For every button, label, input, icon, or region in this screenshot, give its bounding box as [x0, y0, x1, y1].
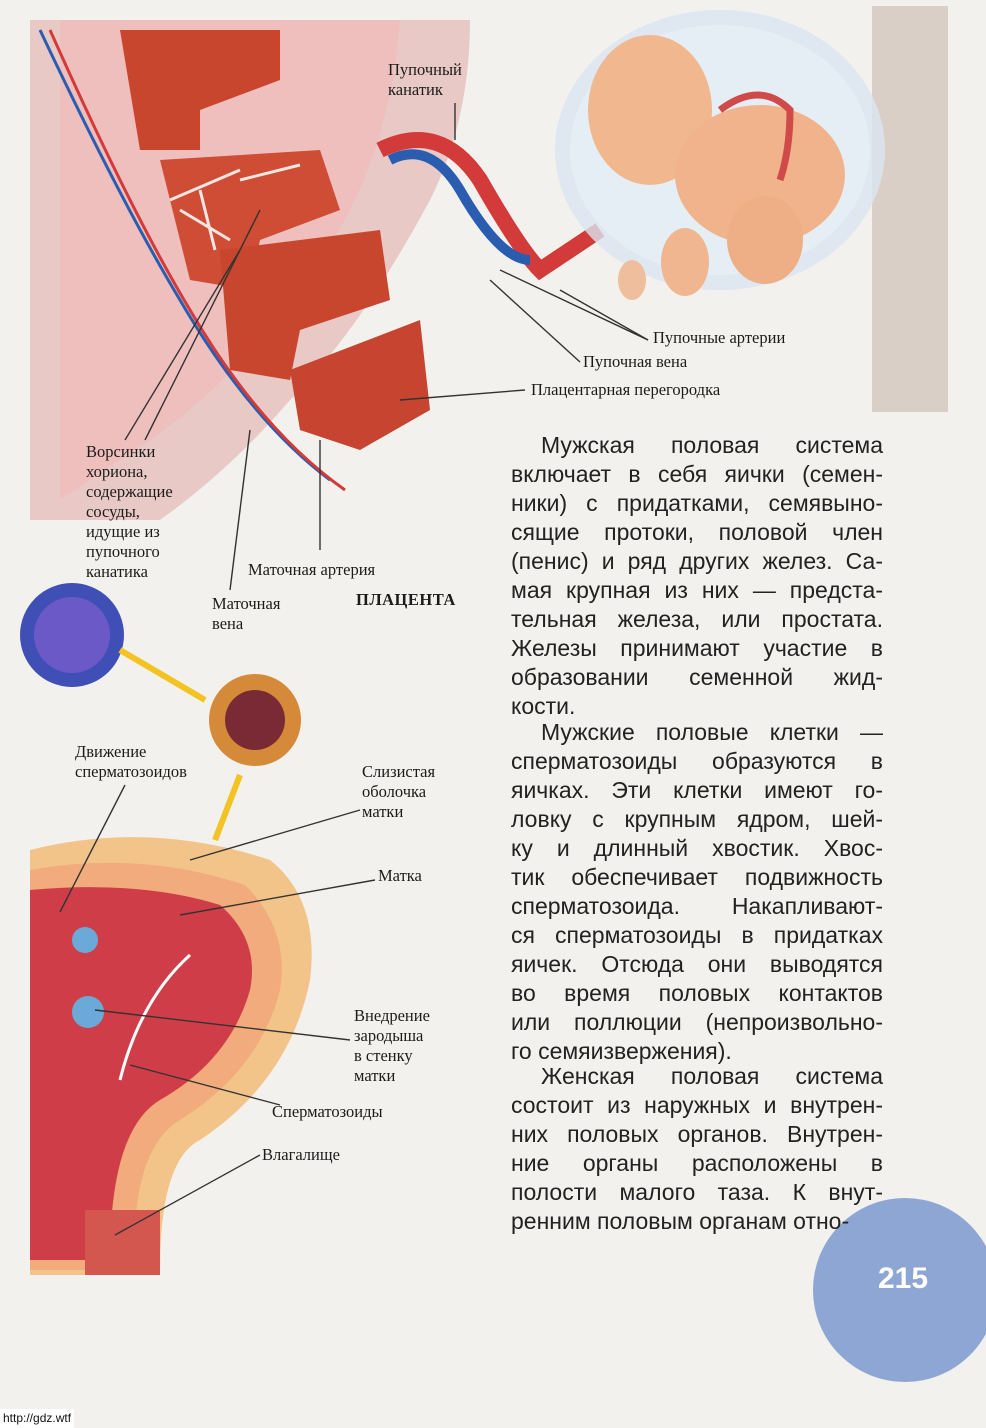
fetus-illustration: [555, 10, 885, 300]
text-line: ловку с крупным ядром, шей-: [511, 806, 883, 832]
text-line: мая крупная из них — предста-: [511, 577, 883, 603]
blastocyst-illustration: [20, 583, 301, 842]
text-line: (пенис) и ряд других желез. Са-: [511, 548, 883, 574]
label-sperm-movement: Движение сперматозоидов: [75, 742, 187, 781]
text-line: полости малого таза. К внут-: [511, 1179, 883, 1205]
label-uterine-mucosa: Слизистая оболочка матки: [362, 762, 436, 821]
text-line: ку и длинный хвостик. Хвос-: [511, 835, 883, 861]
page-number-circle: [813, 1198, 986, 1382]
text-line: состоит из наружных и внутрен-: [511, 1092, 883, 1118]
label-umbilical-arteries: Пупочные артерии: [653, 328, 786, 347]
page-number: 215: [878, 1262, 929, 1295]
text-line: сперматозоида. Накапливают-: [511, 893, 883, 919]
paragraph-male-germ-cells: Мужские половые клетки — сперматозоиды об…: [511, 718, 883, 1066]
text-line: яичек. Отсюда они выводятся: [511, 951, 883, 977]
text-line: тик обеспечивает подвижность: [511, 864, 883, 890]
paragraph-male-reproductive-system: Мужская половая система включает в себя я…: [511, 431, 883, 721]
text-line: ники) с придатками, семявыно-: [511, 490, 883, 516]
text-line: во время половых контактов: [511, 980, 883, 1006]
text-line: включает в себя яички (семен-: [511, 461, 883, 487]
paragraph-female-reproductive-system: Женская половая система состоит из наружн…: [511, 1062, 883, 1236]
label-chorion-villi: Ворсинки хориона, содержащие сосуды, иду…: [86, 442, 173, 581]
label-embryo-implantation: Внедрение зародыша в стенку матки: [354, 1006, 430, 1085]
label-uterine-vein: Маточная вена: [212, 594, 281, 633]
label-uterine-artery: Маточная артерия: [248, 560, 376, 579]
label-placenta: ПЛАЦЕНТА: [356, 590, 456, 609]
label-uterus: Матка: [378, 866, 422, 885]
text-line: Железы принимают участие в: [511, 635, 883, 661]
label-spermatozoa: Сперматозоиды: [272, 1102, 383, 1121]
text-line: Мужская половая система: [541, 432, 883, 458]
text-line: ренним половым органам отно-: [511, 1208, 850, 1234]
text-line: яичках. Эти клетки имеют го-: [511, 777, 883, 803]
umbilical-cord-illustration: [376, 132, 605, 281]
text-line: Женская половая система: [541, 1063, 883, 1089]
uterus-illustration: [30, 837, 312, 1275]
label-placental-septum: Плацентарная перегородка: [531, 380, 721, 399]
text-line: го семяизвержения).: [511, 1038, 732, 1064]
page-edge-tab: [872, 6, 948, 412]
label-leader-lines: [59, 103, 649, 1236]
label-vagina: Влагалище: [262, 1145, 340, 1164]
text-line: тельная железа, или простата.: [511, 606, 883, 632]
text-line: сящие протоки, половой член: [511, 519, 883, 545]
text-line: ние органы расположены в: [511, 1150, 883, 1176]
text-line: них половых органов. Внутрен-: [511, 1121, 883, 1147]
label-umbilical-vein: Пупочная вена: [583, 352, 688, 371]
text-line: ся сперматозоиды в придатках: [511, 922, 883, 948]
text-line: образовании семенной жид-: [511, 664, 883, 690]
text-line: Мужские половые клетки —: [541, 719, 883, 745]
text-line: или поллюции (непроизвольно-: [511, 1009, 883, 1035]
source-url: http://gdz.wtf: [0, 1409, 75, 1428]
text-line: кости.: [511, 693, 576, 719]
label-umbilical-cord: Пупочный канатик: [388, 60, 462, 99]
placenta-diagram: [30, 20, 470, 520]
text-line: сперматозоиды образуются в: [511, 748, 883, 774]
